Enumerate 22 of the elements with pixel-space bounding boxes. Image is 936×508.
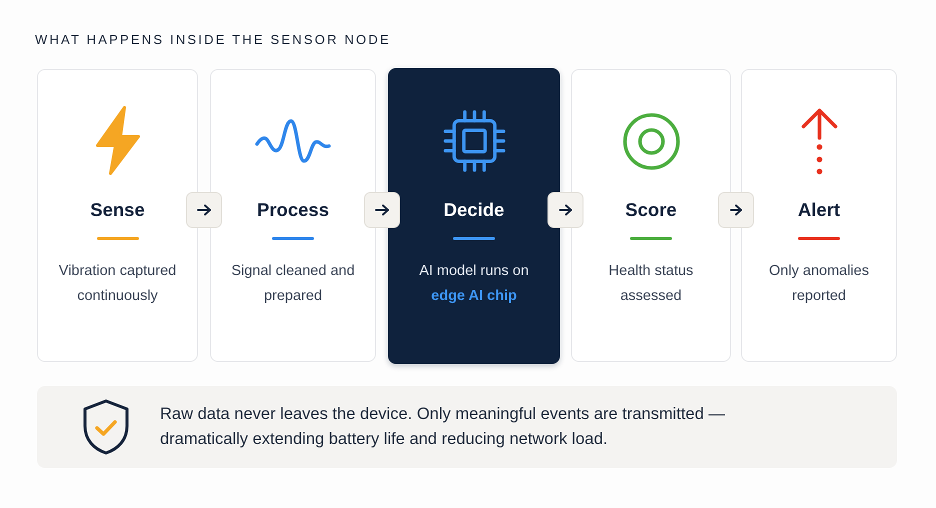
step-description: Vibration captured continuously (58, 262, 178, 306)
arrow (197, 204, 211, 216)
step-card (37, 69, 198, 362)
step-description: Signal cleaned and prepared (230, 262, 356, 306)
info-panel (37, 386, 897, 468)
step-title: Score (625, 198, 677, 222)
step-title: Process (257, 198, 329, 222)
arrow (730, 204, 742, 216)
step-description: AI model runs on edge AI chip (418, 262, 530, 306)
highlighted-step-card (388, 68, 560, 364)
step-card (571, 69, 731, 362)
step-card (741, 69, 897, 362)
step-description: Only anomalies reported (768, 262, 870, 306)
arrow (559, 204, 572, 216)
step-card (210, 69, 376, 362)
diagram-title: WHAT HAPPENS INSIDE THE SENSOR NODE (35, 31, 391, 49)
info-text: Raw data never leaves the device. Only meaningful events are transmitted — dramatically extending battery life and reducing network load. (160, 404, 726, 450)
step-title: Sense (90, 198, 145, 222)
step-title: Decide (444, 198, 504, 222)
step-description: Health status assessed (608, 262, 694, 306)
step-title: Alert (798, 198, 840, 222)
arrow (375, 204, 389, 216)
